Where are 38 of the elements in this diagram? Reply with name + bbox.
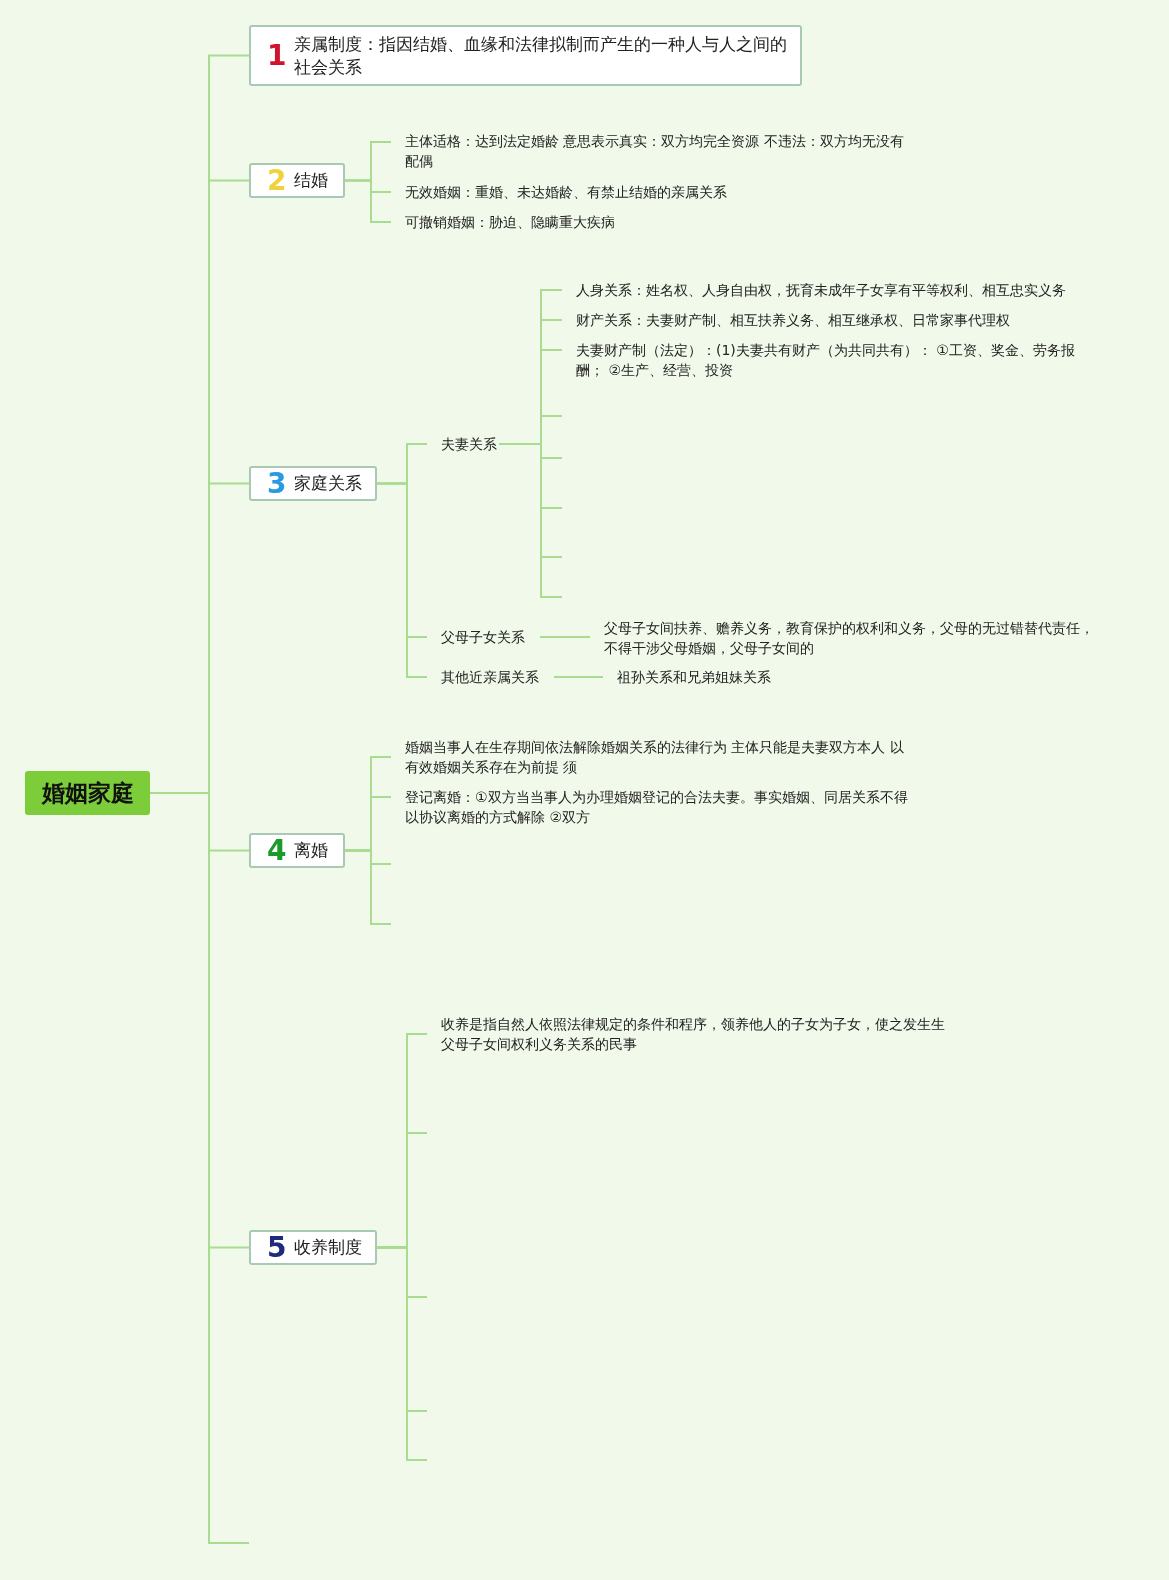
topic-number: 4 (267, 836, 287, 865)
topic-number: 2 (267, 166, 287, 195)
branch-text: 父母子女关系 (441, 629, 525, 645)
connector-line (539, 636, 591, 638)
connector-line (376, 1246, 428, 1461)
branch-text: 夫妻财产制（法定）：(1)夫妻共有财产（为共同共有）： ①工资、奖金、劳务报酬； ②生产、经营、投资 (576, 342, 1075, 378)
topic-title: 婚姻家庭 (41, 778, 134, 808)
connector-line (376, 482, 428, 678)
branch-text: 婚姻当事人在生存期间依法解除婚姻关系的法律行为 主体只能是夫妻双方本人 以有效婚姻关系存在为前提 须 (405, 739, 904, 775)
topic-number: 5 (267, 1233, 287, 1262)
connector-line (344, 179, 392, 223)
branch-text: 祖孙关系和兄弟姐妹关系 (617, 669, 771, 685)
branch-text: 其他近亲属关系 (441, 669, 539, 685)
topic-title: 收养制度 (294, 1236, 363, 1259)
topic-box (249, 466, 377, 501)
branch-text: 主体适格：达到法定婚龄 意思表示真实：双方均完全资源 不违法：双方均无没有配偶 (405, 133, 904, 169)
topic-number: 1 (267, 41, 287, 70)
branch-text: 财产关系：夫妻财产制、相互扶养义务、相互继承权、日常家事代理权 (576, 312, 1010, 328)
topic-box (249, 25, 802, 86)
branch-text: 无效婚姻：重婚、未达婚龄、有禁止结婚的亲属关系 (405, 184, 727, 200)
topic-number: 3 (267, 469, 287, 498)
branch-text: 收养是指自然人依照法律规定的条件和程序，领养他人的子女为子女，使之发生生父母子女间权利义务关系的民事 (441, 1016, 945, 1052)
connector-line (553, 676, 604, 678)
topic-title: 结婚 (294, 169, 329, 192)
connector-line (498, 443, 563, 598)
topic-title: 亲属制度：指因结婚、血缘和法律拟制而产生的一种人与人之间的社会关系 (294, 32, 789, 79)
topic-title: 离婚 (294, 839, 329, 862)
topic-box (249, 1230, 377, 1265)
branch-text: 人身关系：姓名权、人身自由权，抚育未成年子女享有平等权利、相互忠实义务 (576, 282, 1066, 298)
topic-box (249, 163, 345, 198)
central-topic-box (25, 771, 150, 815)
topic-title: 家庭关系 (294, 472, 363, 495)
branch-text: 可撤销婚姻：胁迫、隐瞒重大疾病 (405, 214, 615, 230)
branch-text: 父母子女间扶养、赡养义务，教育保护的权利和义务，父母的无过错替代责任，不得干涉父母婚姻，父母子女间的 (604, 620, 1094, 656)
branch-text: 登记离婚：①双方当当事人为办理婚姻登记的合法夫妻。事实婚姻、同居关系不得以协议离婚的方式解除 ②双方 (405, 789, 908, 825)
topic-box (249, 833, 345, 868)
connector-line (344, 849, 392, 925)
branch-text: 夫妻关系 (441, 436, 497, 452)
